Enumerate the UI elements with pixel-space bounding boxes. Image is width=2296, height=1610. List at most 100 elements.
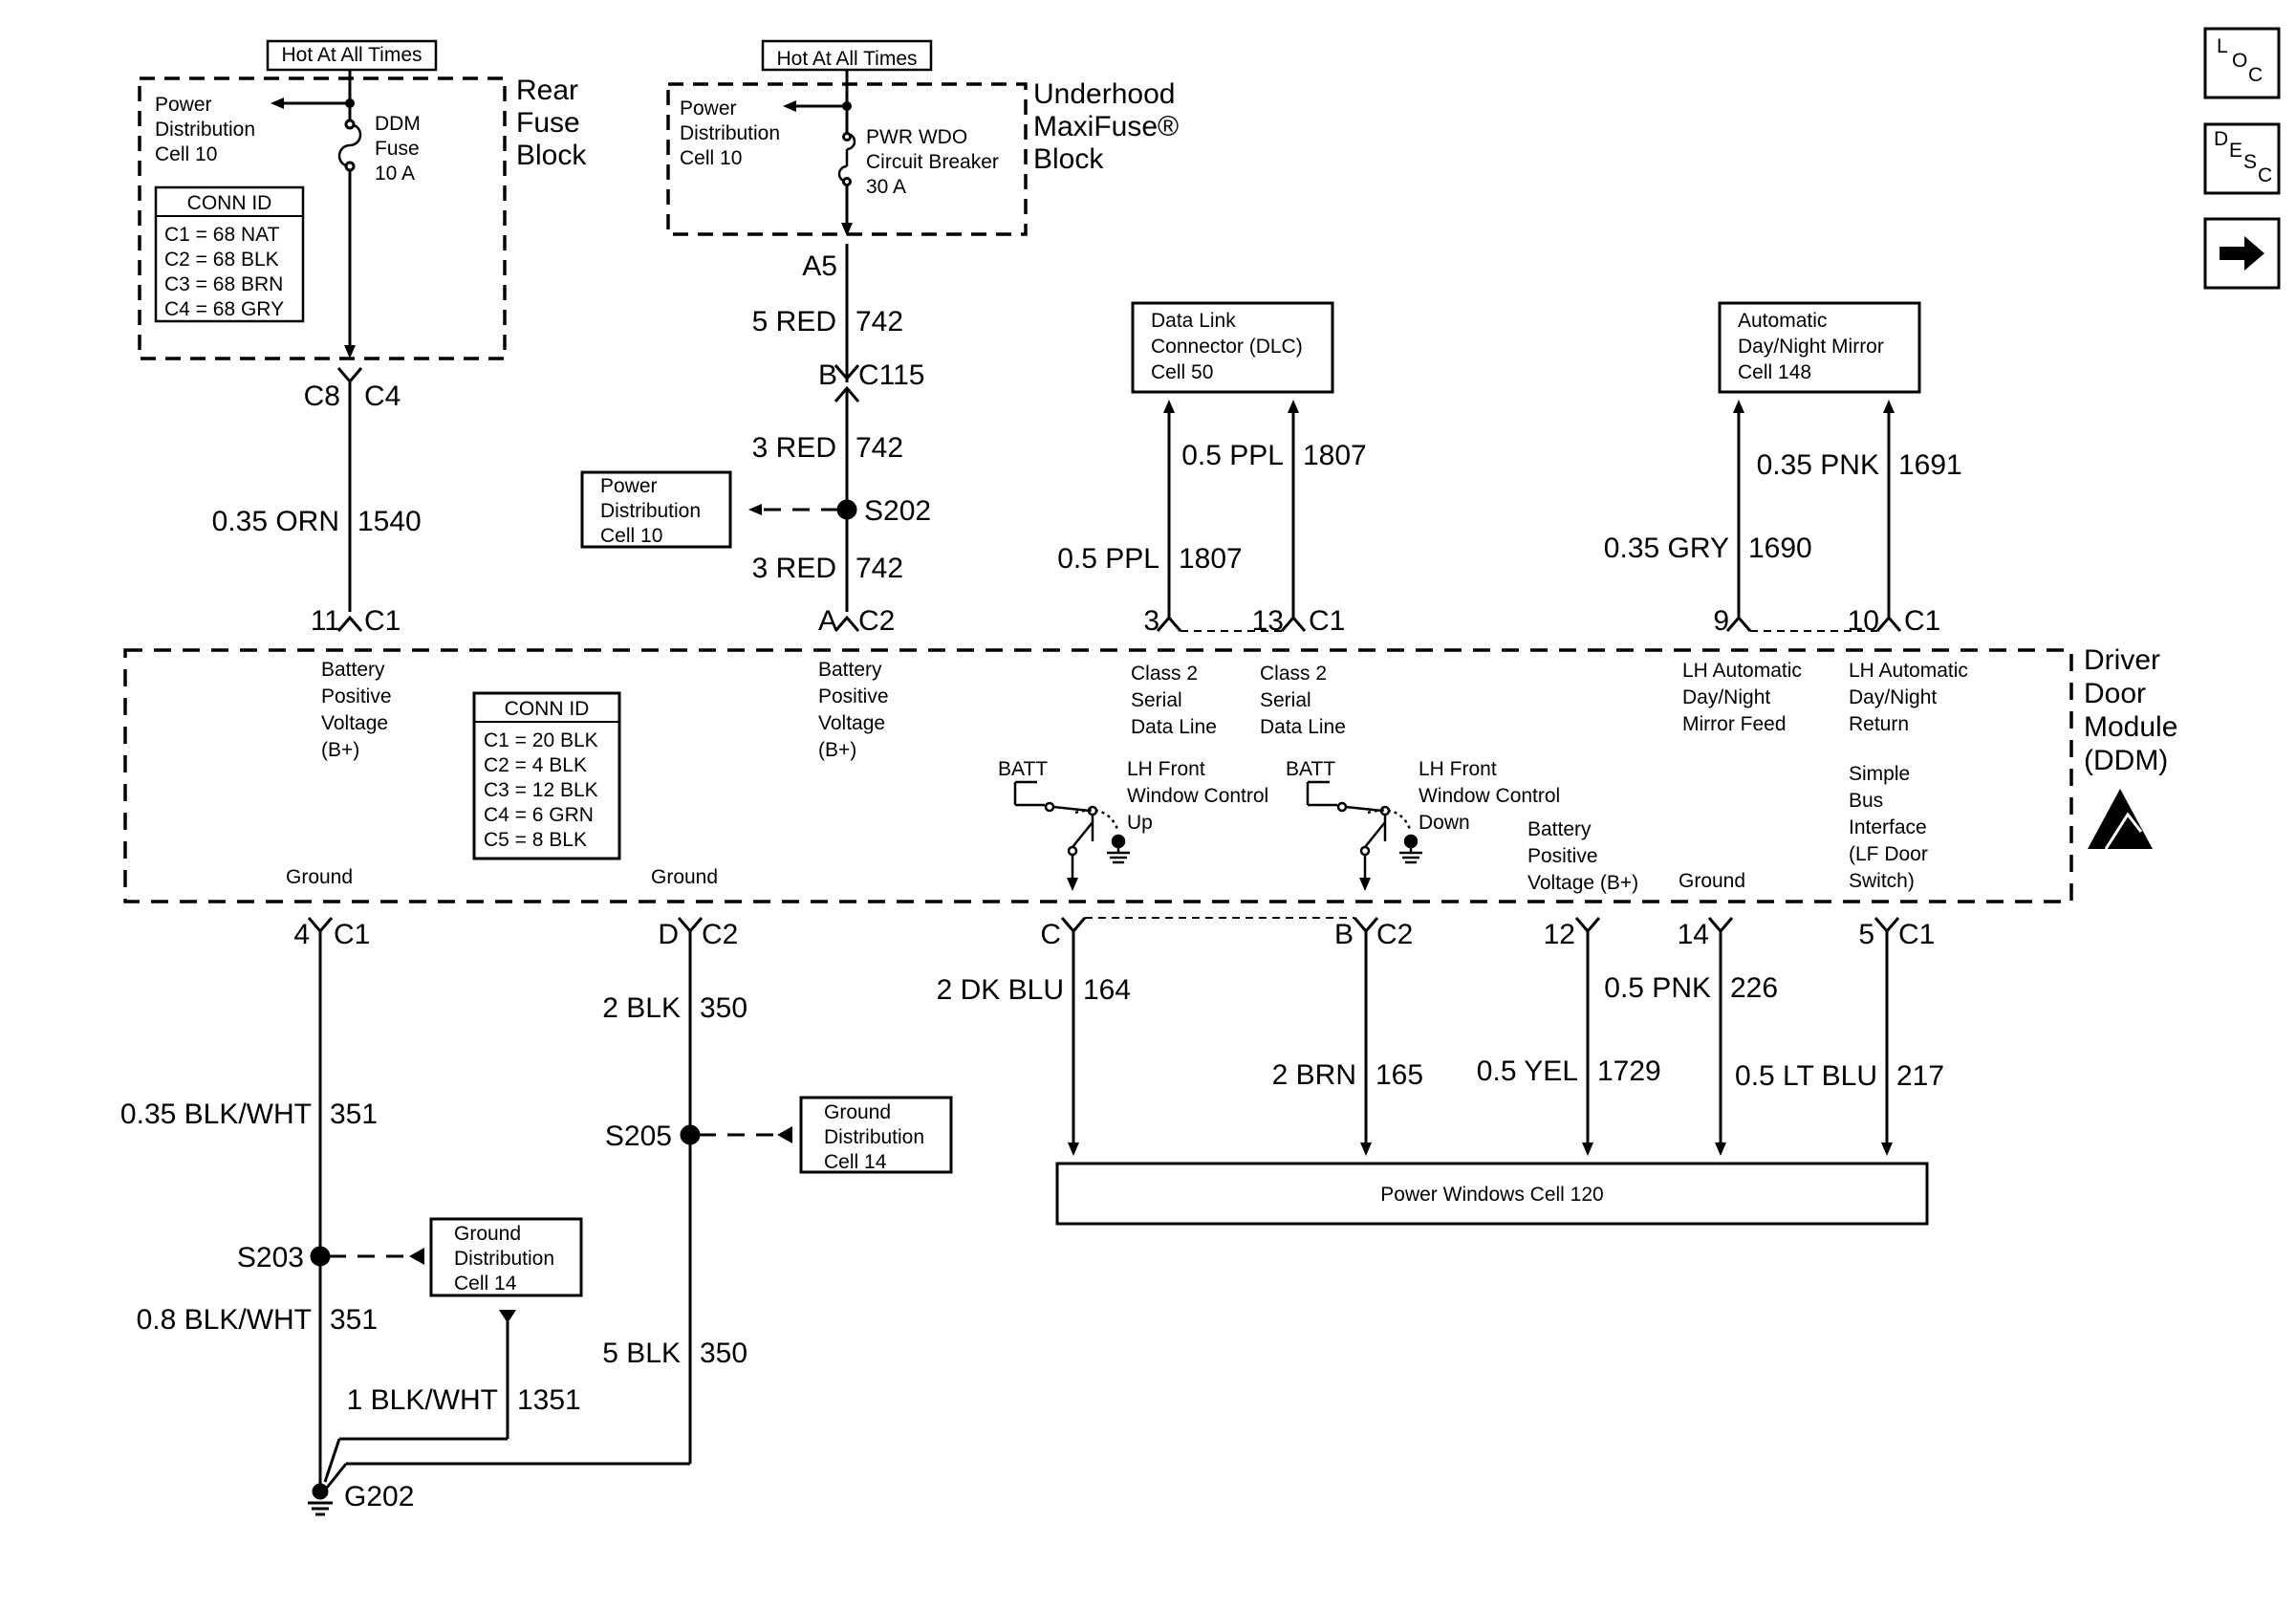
ddm-conn-5: C5 = 8 BLK <box>484 829 587 851</box>
pin-14: 14 <box>1678 919 1709 950</box>
w217-num: 217 <box>1896 1060 1944 1092</box>
bplus3-3: Voltage (B+) <box>1527 872 1638 894</box>
w742b-color: 3 RED <box>752 432 836 464</box>
wup-1: LH Front <box>1127 758 1205 780</box>
rear-conn-row-1: C1 = 68 NAT <box>164 224 280 246</box>
w1807a-num: 1807 <box>1303 440 1367 471</box>
ddm-title-3: Module <box>2084 711 2177 743</box>
batt-2: BATT <box>1286 758 1335 780</box>
mirror-box[interactable] <box>1718 301 1921 394</box>
next-arrow-icon[interactable] <box>2203 217 2281 290</box>
w742a-color: 5 RED <box>752 306 836 337</box>
wdown-1: LH Front <box>1419 758 1497 780</box>
rear-conn-row-2: C2 = 68 BLK <box>164 249 279 271</box>
w1729-num: 1729 <box>1597 1055 1661 1087</box>
mirror-2: Day/Night Mirror <box>1738 336 1884 358</box>
label-g202: G202 <box>344 1481 414 1512</box>
pin-c1-b: C1 <box>1309 605 1345 637</box>
ground-label-3: Ground <box>1679 870 1745 892</box>
pin-13: 13 <box>1252 605 1284 637</box>
splice-s202 <box>836 499 857 520</box>
maxifuse-title-3: Block <box>1033 143 1104 175</box>
ddm-title-2: Door <box>2084 678 2146 709</box>
sbi-1: Simple <box>1849 763 1910 785</box>
breaker-label-2: Circuit Breaker <box>866 151 999 173</box>
maxifuse-hot-label: Hot At All Times <box>776 48 917 70</box>
pin-c115: C115 <box>858 359 925 391</box>
ddm-conn-4: C4 = 6 GRN <box>484 804 594 826</box>
pin-c8: C8 <box>304 381 340 412</box>
w217-color: 0.5 LT BLU <box>1735 1060 1877 1092</box>
w165-color: 2 BRN <box>1272 1059 1356 1091</box>
window-down-switch <box>1306 780 1422 891</box>
gd-s203-1: Ground <box>454 1223 521 1245</box>
wdown-3: Down <box>1419 812 1470 834</box>
svg-text:C: C <box>2258 164 2272 186</box>
bplus2-2: Positive <box>818 685 889 707</box>
label-s203: S203 <box>237 1242 304 1273</box>
svg-text:E: E <box>2229 140 2242 162</box>
loc-icon-letters: LOC <box>2217 35 2263 86</box>
pin-c: C <box>1040 919 1061 950</box>
rear-fuse-pd-1: Power <box>155 94 212 116</box>
ddm-title-4: (DDM) <box>2084 745 2168 776</box>
rear-fuse-pd-3: Cell 10 <box>155 143 217 165</box>
wdown-2: Window Control <box>1419 785 1560 807</box>
sbi-2: Bus <box>1849 790 1883 812</box>
w351b-num: 351 <box>330 1304 378 1336</box>
bplus3-1: Battery <box>1527 818 1592 840</box>
maxifuse-title-1: Underhood <box>1033 78 1175 110</box>
gd-box-s205[interactable] <box>799 1096 953 1174</box>
svg-text:S: S <box>2243 151 2257 173</box>
sbi-4: (LF Door <box>1849 843 1928 865</box>
ddm-outline <box>123 648 2073 903</box>
bplus1-4: (B+) <box>321 739 359 761</box>
w164-num: 164 <box>1083 974 1131 1006</box>
gd-s203-2: Distribution <box>454 1248 554 1270</box>
w350b-color: 5 BLK <box>602 1338 681 1369</box>
class2b-1: Class 2 <box>1260 663 1327 685</box>
power-windows-box[interactable] <box>1055 1162 1929 1226</box>
w1540-color: 0.35 ORN <box>212 506 339 537</box>
pin-a: A <box>818 605 837 637</box>
maxifuse-pd-3: Cell 10 <box>680 147 742 169</box>
w1690-num: 1690 <box>1748 533 1812 564</box>
pin-10: 10 <box>1848 605 1879 637</box>
w164-color: 2 DK BLU <box>937 974 1064 1006</box>
pin-c115-b: B <box>818 359 837 391</box>
rear-fuse-title-3: Block <box>516 140 587 171</box>
sbi-3: Interface <box>1849 816 1927 838</box>
svg-text:C: C <box>2248 64 2263 86</box>
mfeed-1: LH Automatic <box>1682 660 1802 682</box>
ddm-fuse-label-3: 10 A <box>375 163 415 185</box>
bplus2-4: (B+) <box>818 739 856 761</box>
rear-conn-row-4: C4 = 68 GRY <box>164 298 284 320</box>
pin-c2-b: C2 <box>702 919 738 950</box>
rear-conn-row-3: C3 = 68 BRN <box>164 273 283 295</box>
mirror-1: Automatic <box>1738 310 1827 332</box>
dlc-box[interactable] <box>1131 301 1334 394</box>
maxifuse-title-2: MaxiFuse® <box>1033 111 1179 142</box>
class2b-2: Serial <box>1260 689 1311 711</box>
gd-box-s203[interactable] <box>429 1217 583 1297</box>
pd-box-s202[interactable] <box>580 470 732 549</box>
pin-11: 11 <box>311 605 340 637</box>
sbi-5: Switch) <box>1849 870 1915 892</box>
gd-s205-1: Ground <box>824 1101 891 1123</box>
rear-fuse-block-outline <box>138 76 507 360</box>
ground-g202 <box>312 1483 329 1500</box>
w742a-num: 742 <box>856 306 903 337</box>
desc-icon[interactable] <box>2203 122 2281 195</box>
splice-s203 <box>310 1246 331 1267</box>
mfeed-2: Day/Night <box>1682 686 1770 708</box>
maxifuse-pd-1: Power <box>680 98 737 120</box>
w1691-num: 1691 <box>1898 449 1962 481</box>
breaker-label-3: 30 A <box>866 176 906 198</box>
class2a-3: Data Line <box>1131 716 1217 738</box>
loc-icon[interactable] <box>2203 27 2281 99</box>
ddm-conn-2: C2 = 4 BLK <box>484 754 587 776</box>
rear-fuse-conn-id-box <box>154 185 305 323</box>
class2b-3: Data Line <box>1260 716 1346 738</box>
rear-fuse-title-2: Fuse <box>516 107 580 139</box>
